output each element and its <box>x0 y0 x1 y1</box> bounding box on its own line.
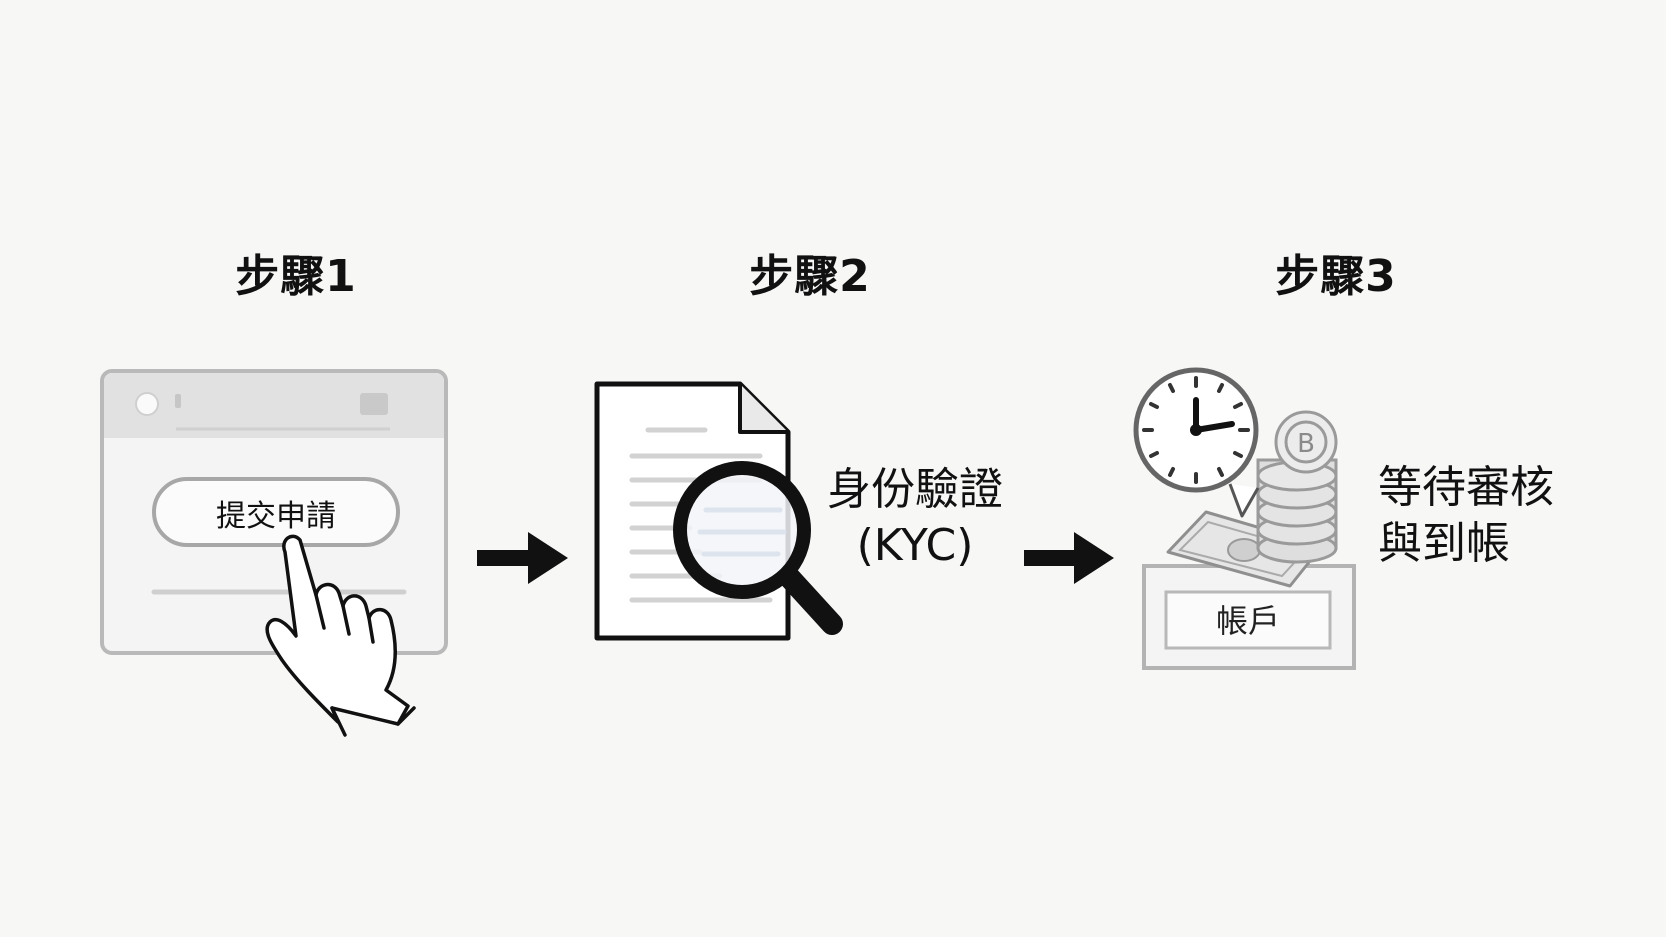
step-3-title: 步驟3 <box>1275 251 1397 302</box>
step-3-label-line2: 與到帳 <box>1378 518 1510 569</box>
coin-stack-icon: B <box>1256 410 1338 564</box>
step-3-label: 等待審核 與到帳 <box>1378 460 1578 572</box>
account-label: 帳戶 <box>1216 602 1280 640</box>
step-2-label-line1: 身份驗證 <box>827 464 1003 515</box>
submit-button: 提交申請 <box>152 477 400 547</box>
step-1-title: 步驟1 <box>235 251 357 302</box>
magnifier-icon <box>673 461 843 635</box>
account-box-icon: 帳戶 <box>1142 564 1356 670</box>
svg-text:B: B <box>1297 429 1315 459</box>
pointing-hand-icon <box>265 534 416 737</box>
step-3-label-line1: 等待審核 <box>1378 462 1554 513</box>
arrow-right-icon <box>477 532 568 584</box>
step-2-label: 身份驗證 (KYC) <box>810 462 1020 574</box>
submit-button-label: 提交申請 <box>216 499 336 534</box>
step-2-label-line2: (KYC) <box>856 520 974 571</box>
step-2-title: 步驟2 <box>749 251 871 302</box>
clock-icon <box>1133 367 1260 518</box>
arrow-right-icon <box>1024 532 1114 584</box>
